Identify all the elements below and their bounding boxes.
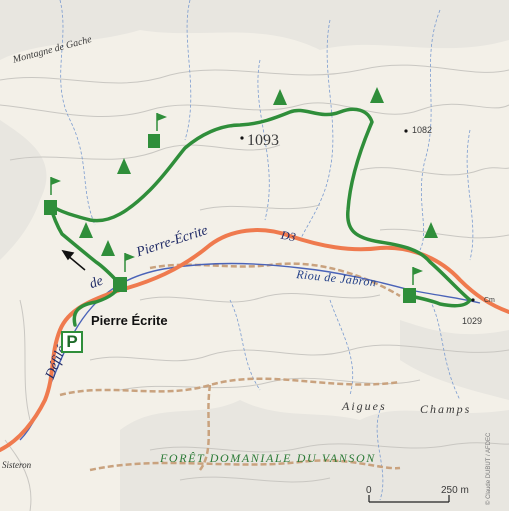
altitude-points <box>240 129 475 302</box>
label-sisteron: Sisteron <box>2 460 32 470</box>
flag-markers <box>44 113 423 303</box>
label-road-d3: D3 <box>279 227 297 245</box>
tree-icon <box>370 87 384 103</box>
flag-icon <box>113 253 135 292</box>
flag-icon <box>403 267 423 303</box>
map-credit: © Claude DUBUT / AFDEC <box>486 432 492 505</box>
tree-icon <box>273 89 287 105</box>
road-d3 <box>0 228 509 452</box>
tree-markers <box>79 87 438 256</box>
parking-icon: P <box>61 331 83 353</box>
flag-icon <box>44 177 61 215</box>
altitude-1029: 1029 <box>462 316 483 326</box>
label-cm: Cm <box>484 297 495 304</box>
altitude-1093: 1093 <box>247 132 279 149</box>
altitude-1082: 1082 <box>412 125 433 135</box>
scale-bar <box>368 495 450 503</box>
scale-distance: 250 m <box>441 485 469 496</box>
tree-icon <box>79 222 93 238</box>
flag-icon <box>148 113 167 148</box>
tree-icon <box>101 240 115 256</box>
label-foret-domaniale-du-vanson: FORÊT DOMANIALE DU VANSON <box>160 451 376 465</box>
streams <box>59 0 474 501</box>
label-pierre-ecrite: Pierre Écrite <box>91 313 168 328</box>
label-champs: Champs <box>420 402 472 416</box>
hiking-route <box>48 107 472 327</box>
label-aigues: Aigues <box>342 399 387 413</box>
direction-arrow <box>61 249 86 271</box>
scale-zero: 0 <box>366 485 372 496</box>
parking-label: P <box>66 332 78 351</box>
tree-icon <box>117 158 131 174</box>
tree-icon <box>424 222 438 238</box>
